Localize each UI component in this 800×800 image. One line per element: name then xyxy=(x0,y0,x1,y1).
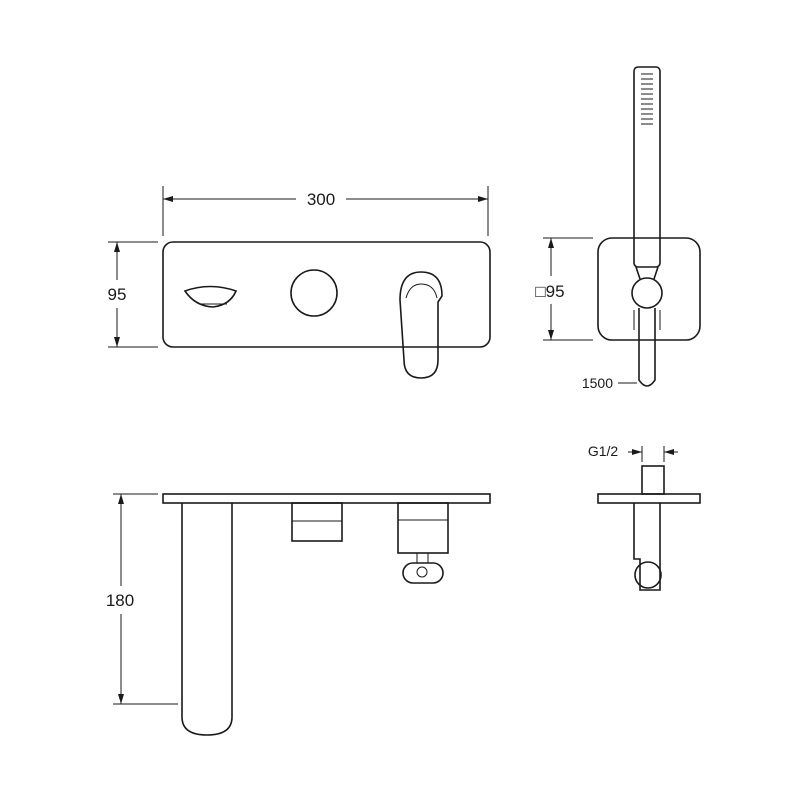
valve-body xyxy=(397,502,449,554)
dimension-height-label: 95 xyxy=(108,285,127,304)
dimension-width: 300 xyxy=(162,186,489,236)
dimension-thread-label: G1/2 xyxy=(588,443,619,459)
holder-ring xyxy=(634,561,662,589)
hand-shower-head xyxy=(633,66,661,268)
holder-top-view xyxy=(597,465,701,591)
shower-holder-knob xyxy=(631,277,663,309)
dimension-width-label: 300 xyxy=(307,190,335,209)
dimension-thread: G1/2 xyxy=(588,443,678,462)
spout xyxy=(181,503,233,736)
lever-handle xyxy=(399,271,443,379)
hose-length-label: 1500 xyxy=(582,375,613,391)
dimension-projection: 180 xyxy=(106,493,178,705)
top-view xyxy=(162,493,491,736)
dimension-height: 95 xyxy=(108,241,158,348)
control-knob xyxy=(290,269,338,317)
dimension-projection-label: 180 xyxy=(106,591,134,610)
cartridge-body xyxy=(291,502,343,542)
valve-knob xyxy=(402,562,444,584)
dimension-square: □95 xyxy=(535,237,593,341)
wall-plate-top xyxy=(162,493,491,504)
thread-connector xyxy=(641,465,665,495)
hose-connector xyxy=(638,308,656,387)
dimension-square-label: □95 xyxy=(535,282,564,301)
holder-plate xyxy=(597,237,701,341)
mixer-plate xyxy=(162,241,491,348)
holder-body xyxy=(633,503,661,591)
front-view xyxy=(162,241,491,379)
holder-plate-top xyxy=(597,493,701,504)
side-view xyxy=(597,66,701,387)
hose-length-callout: 1500 xyxy=(582,375,637,391)
diverter-knob-icon xyxy=(183,285,238,308)
shower-nozzles xyxy=(641,73,653,125)
